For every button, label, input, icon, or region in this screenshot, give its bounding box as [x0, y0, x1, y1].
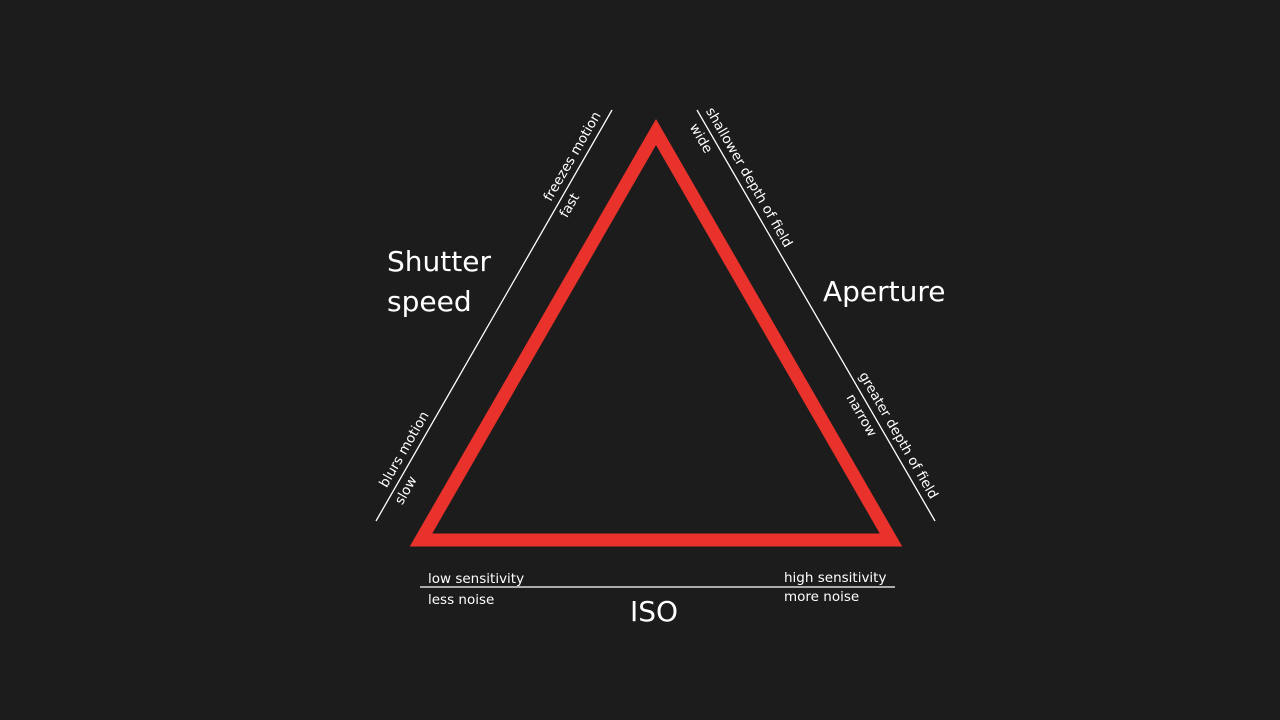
- iso-high-label: high sensitivity: [784, 570, 886, 586]
- aperture-axis-line: [696, 109, 936, 522]
- aperture-title: Aperture: [823, 275, 946, 308]
- iso-high-effect: more noise: [784, 589, 859, 605]
- exposure-triangle: [409, 118, 903, 547]
- iso-low-effect: less noise: [428, 592, 494, 608]
- iso-low-label: low sensitivity: [428, 571, 524, 587]
- shutter-axis-line: [375, 109, 613, 522]
- shutter-title-line2: speed: [387, 285, 472, 318]
- iso-title: ISO: [630, 595, 678, 628]
- shutter-title-line1: Shutter: [387, 245, 491, 278]
